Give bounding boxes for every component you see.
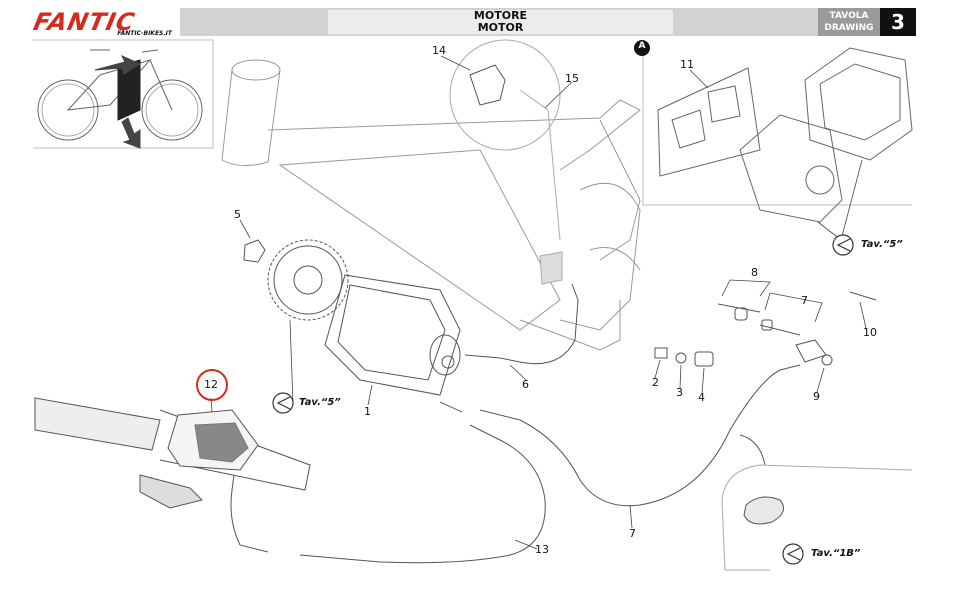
callout-14[interactable]: 14 [432,44,446,57]
callout-9[interactable]: 9 [813,390,820,403]
callout-12[interactable]: 12 [204,378,218,391]
callout-15[interactable]: 15 [565,72,579,85]
ref-arrow-icon [272,234,854,565]
small-parts [654,291,877,367]
callout-10[interactable]: 10 [863,326,877,339]
callout-7-lower[interactable]: 7 [629,527,636,540]
drawing-label: TAVOLA DRAWING [818,8,880,36]
arrow-icon [94,54,142,75]
callout-7-upper[interactable]: 7 [801,294,808,307]
detail-frame [642,40,912,206]
highlight-ring-icon [196,369,228,401]
detail-frame-bottom [721,464,913,571]
handlebar [34,397,311,509]
drawing-en: DRAWING [824,23,874,33]
chainring [243,239,349,321]
callout-11[interactable]: 11 [680,58,694,71]
callout-6[interactable]: 6 [522,378,529,391]
callout-5[interactable]: 5 [234,208,241,221]
page-title: MOTORE MOTOR [328,10,673,34]
detail-marker: A [638,41,646,51]
callout-8[interactable]: 8 [751,266,758,279]
motor-unit [324,274,461,396]
ref-tav-1b[interactable]: Tav.“1B” [811,548,861,559]
thumbnail-frame [33,39,214,149]
callout-1[interactable]: 1 [364,405,371,418]
callout-4[interactable]: 4 [698,391,705,404]
bike-frame [221,59,641,351]
bike-thumbnail-icon [37,49,203,141]
part-11 [657,67,761,177]
leader-lines [210,55,867,550]
drawing-it: TAVOLA [829,11,869,21]
arrow-icon [121,117,141,149]
callout-3[interactable]: 3 [676,386,683,399]
detail-circle [449,39,561,151]
ref-tav-5-top[interactable]: Tav.“5” [861,239,903,250]
motor-cover [739,47,913,223]
sensor-part [469,64,506,106]
grommet-part [743,496,785,525]
detail-a-marker-icon [634,40,650,56]
fantic-logo: FANTIC FANTIC-BIKES.IT [30,8,178,42]
title-it: MOTORE [473,9,528,22]
brand-url: FANTIC-BIKES.IT [117,30,172,37]
ref-tav-5-mid[interactable]: Tav.“5” [299,397,341,408]
callout-2[interactable]: 2 [652,376,659,389]
drawing-number: 3 [880,8,916,36]
cables [230,283,801,564]
callout-13[interactable]: 13 [535,543,549,556]
title-en: MOTOR [477,21,524,34]
